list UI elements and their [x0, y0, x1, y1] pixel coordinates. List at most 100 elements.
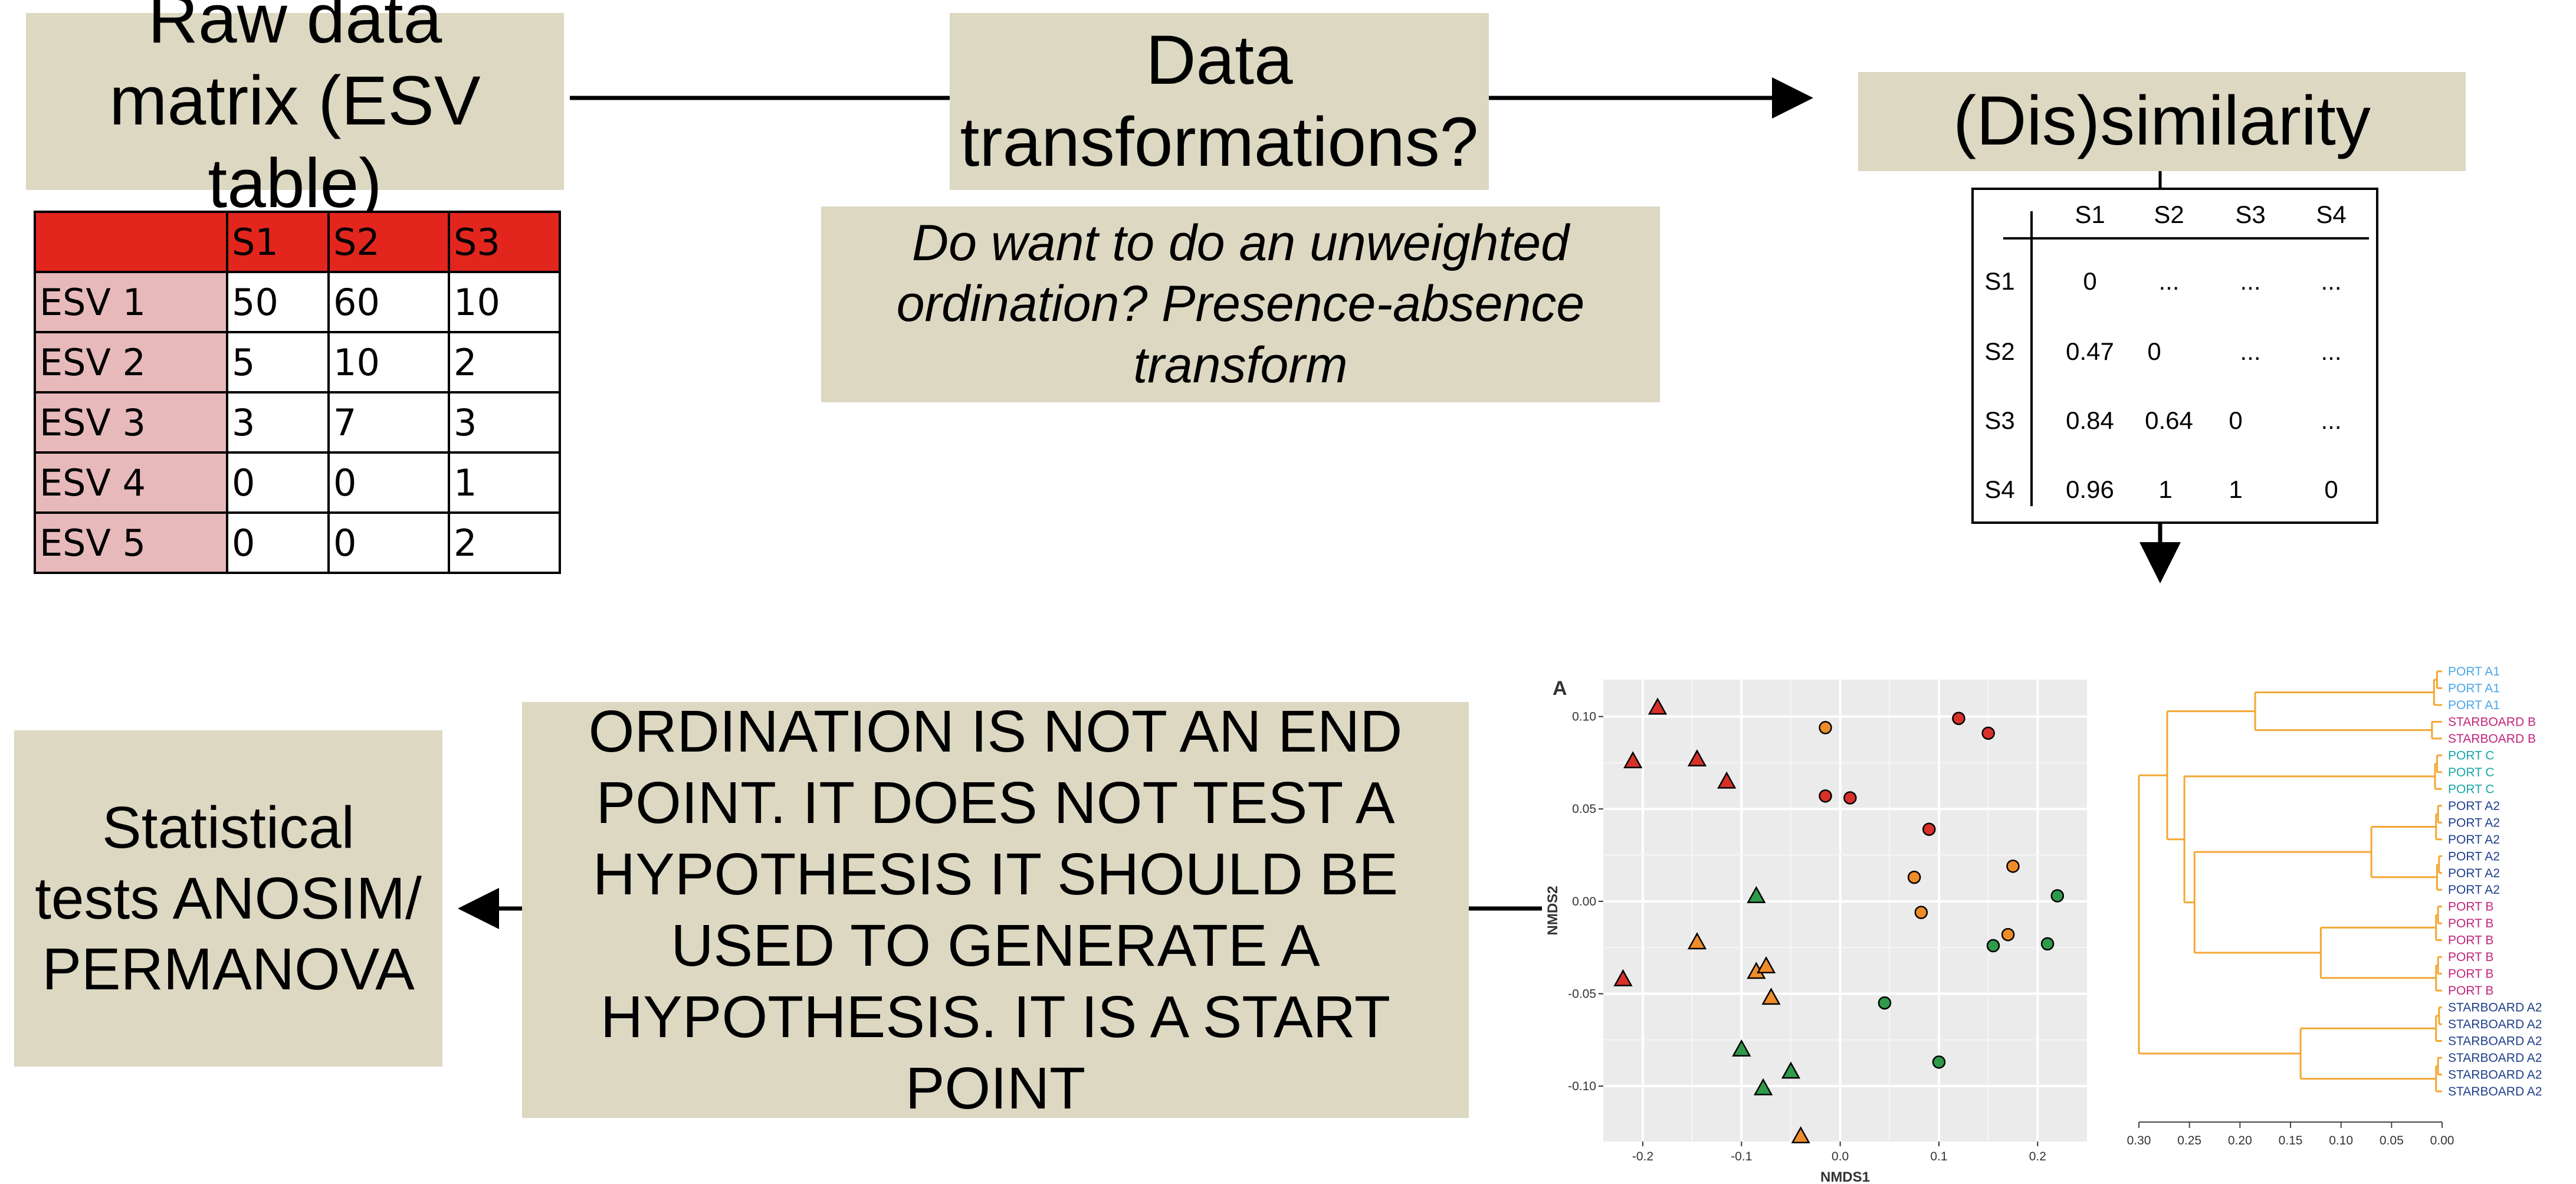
- statistical-tests-box: Statistical tests ANOSIM/ PERMANOVA: [14, 730, 442, 1067]
- matrix-cell: 0.84: [2066, 406, 2114, 434]
- data-point-triangle: [1756, 956, 1776, 973]
- table-cell: 10: [448, 271, 561, 333]
- data-point-circle: [2006, 860, 2020, 873]
- table-cell: 3: [226, 391, 330, 454]
- dendrogram-leaf-label: PORT B: [2448, 950, 2493, 964]
- row-label: ESV 3: [34, 391, 228, 454]
- dendrogram-leaf-label: PORT B: [2448, 917, 2493, 930]
- data-point-triangle: [1687, 749, 1707, 767]
- matrix-cell: ...: [2321, 267, 2342, 295]
- table-cell: 0: [226, 511, 330, 574]
- matrix-col-header: S3: [2235, 201, 2266, 228]
- dendrogram-leaf-label: STARBOARD A2: [2448, 1085, 2542, 1098]
- esv-table-header-s3: S3: [448, 211, 561, 273]
- table-cell: 50: [226, 271, 330, 333]
- table-cell: 0: [327, 511, 450, 574]
- dendrogram-tick-label: 0.10: [2329, 1134, 2353, 1147]
- data-transformations-label: Data transformations?: [960, 21, 1479, 181]
- dendrogram-leaf-label: PORT A1: [2448, 681, 2500, 695]
- row-label: ESV 5: [34, 511, 228, 574]
- data-point-triangle: [1613, 969, 1633, 986]
- data-point-circle: [1878, 996, 1892, 1010]
- data-point-circle: [1914, 906, 1928, 919]
- data-point-circle: [1932, 1055, 1946, 1069]
- data-point-circle: [1819, 789, 1832, 803]
- matrix-cell: ...: [2321, 337, 2342, 365]
- data-point-triangle: [1717, 771, 1737, 789]
- ordination-note-box: ORDINATION IS NOT AN END POINT. IT DOES …: [522, 698, 1469, 1121]
- data-point-triangle: [1732, 1039, 1751, 1057]
- matrix-col-header: S4: [2316, 201, 2347, 228]
- matrix-row-rule: [2030, 211, 2033, 506]
- dendrogram-leaf-label: PORT B: [2448, 900, 2493, 914]
- esv-table: S1 S2 S3 ESV 1 50 60 10 ESV 2 5 10 2 ESV…: [34, 211, 561, 574]
- matrix-cell: 1: [2229, 475, 2243, 503]
- table-row: ESV 4 0 0 1: [34, 451, 561, 514]
- table-row: ESV 2 5 10 2: [34, 331, 561, 393]
- dendrogram-leaf-label: PORT A2: [2448, 883, 2500, 897]
- plot-background: [1603, 680, 2087, 1142]
- y-tick-label: 0.10: [1572, 710, 1596, 724]
- esv-table-header-s2: S2: [327, 211, 450, 273]
- dendrogram-leaf-label: STARBOARD A2: [2448, 1068, 2542, 1082]
- data-point-circle: [1819, 721, 1832, 734]
- data-point-circle: [2001, 927, 2015, 942]
- dendrogram-leaf-label: PORT C: [2448, 766, 2495, 779]
- dendrogram-tick-label: 0.25: [2177, 1134, 2201, 1147]
- y-axis-label: NMDS2: [1545, 885, 1561, 935]
- raw-data-matrix-label: Raw data matrix (ESV table): [109, 0, 481, 222]
- dendrogram-leaf-label: PORT B: [2448, 967, 2493, 981]
- dendrogram-tick-label: 0.00: [2430, 1134, 2454, 1147]
- table-cell: 10: [327, 331, 450, 393]
- table-row: ESV 1 50 60 10: [34, 271, 561, 333]
- panel-label: A: [1553, 677, 1567, 700]
- esv-table-header-row: S1 S2 S3: [34, 211, 561, 273]
- matrix-cell: 0: [2083, 267, 2097, 295]
- matrix-cell: 1: [2158, 475, 2173, 503]
- row-label: ESV 2: [34, 331, 228, 393]
- data-point-triangle: [1747, 885, 1766, 903]
- matrix-col-header: S2: [2154, 201, 2184, 228]
- table-cell: 1: [448, 451, 561, 514]
- table-cell: 0: [226, 451, 330, 514]
- matrix-cell: ...: [2240, 267, 2261, 295]
- y-tick-label: -0.05: [1568, 987, 1596, 1001]
- data-point-triangle: [1753, 1078, 1773, 1096]
- dendrogram-leaf-label: PORT B: [2448, 934, 2493, 947]
- matrix-col-header: S1: [2075, 201, 2105, 228]
- x-tick-label: -0.1: [1731, 1150, 1752, 1163]
- dendrogram-leaf-label: STARBOARD A2: [2448, 1051, 2542, 1065]
- data-point-triangle: [1791, 1126, 1810, 1144]
- dendrogram-tick-label: 0.20: [2228, 1134, 2252, 1147]
- matrix-cell: ...: [2240, 337, 2261, 365]
- row-label: ESV 4: [34, 451, 228, 514]
- table-cell: 60: [327, 271, 450, 333]
- dendrogram-leaf-label: STARBOARD B: [2448, 732, 2536, 746]
- dendrogram-leaf-label: PORT A1: [2448, 665, 2500, 678]
- dendrogram-leaf-label: PORT A2: [2448, 833, 2500, 847]
- dendrogram-leaf-label: PORT C: [2448, 749, 2495, 762]
- transform-note-box: Do want to do an unweighted ordination? …: [821, 206, 1660, 402]
- table-cell: 7: [327, 391, 450, 454]
- matrix-cell: 0.47: [2066, 337, 2114, 365]
- matrix-cell: 0: [2147, 337, 2161, 365]
- dendrogram-tick-label: 0.15: [2279, 1134, 2303, 1147]
- data-point-circle: [1922, 822, 1936, 836]
- y-tick-label: 0.05: [1572, 802, 1596, 816]
- dendrogram-leaf-label: PORT A1: [2448, 698, 2500, 712]
- data-point-triangle: [1623, 751, 1643, 769]
- data-point-circle: [2040, 937, 2055, 951]
- table-row: ESV 5 0 0 2: [34, 511, 561, 574]
- dendrogram-leaf-label: PORT A2: [2448, 816, 2500, 829]
- transform-note-label: Do want to do an unweighted ordination? …: [896, 215, 1585, 393]
- dissimilarity-box: (Dis)similarity: [1858, 72, 2466, 171]
- esv-table-header-corner: [34, 211, 228, 273]
- table-cell: 0: [327, 451, 450, 514]
- x-tick-label: -0.2: [1632, 1150, 1653, 1163]
- x-tick-label: 0.1: [1930, 1150, 1947, 1163]
- y-tick-label: -0.10: [1568, 1080, 1596, 1093]
- ordination-note-label: ORDINATION IS NOT AN END POINT. IT DOES …: [588, 698, 1403, 1121]
- dendrogram-leaf-label: STARBOARD A2: [2448, 1035, 2542, 1048]
